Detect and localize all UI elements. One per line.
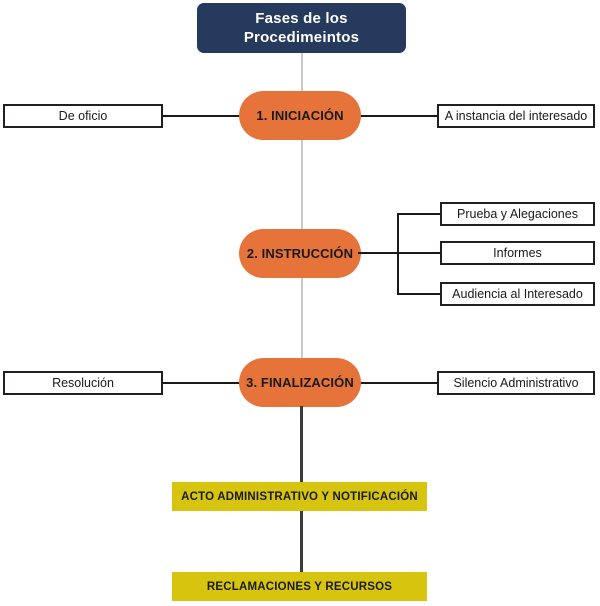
connector-stage1-to-ainstancia [358,115,440,117]
box-a-instancia-del-interesado[interactable]: A instancia del interesado [437,104,595,128]
connector-branch-audiencia [397,293,442,295]
connector-stage2-trunk [397,213,399,295]
connector-resolucion-to-stage3 [160,382,245,384]
diagram-title-line1: Fases de los [255,10,348,27]
stage-node-iniciacion[interactable]: 1. INICIACIÓN [239,91,361,140]
connector-stage3-to-silencio [358,382,440,384]
bar-reclamaciones-y-recursos[interactable]: RECLAMACIONES Y RECURSOS [172,572,427,601]
box-de-oficio[interactable]: De oficio [3,104,163,128]
connector-acto-to-reclamaciones [300,511,303,573]
connector-stage2-stem [358,252,399,254]
connector-stage2-to-stage3 [301,278,303,359]
box-prueba-y-alegaciones[interactable]: Prueba y Alegaciones [440,202,595,226]
diagram-title-line2: Procedimeintos [243,29,360,46]
connector-branch-prueba [397,213,442,215]
stage-node-finalizacion[interactable]: 3. FINALIZACIÓN [239,358,361,407]
box-informes[interactable]: Informes [440,241,595,265]
connector-stage3-to-acto [300,406,303,483]
connector-title-to-stage1 [301,52,303,92]
box-audiencia-al-interesado[interactable]: Audiencia al Interesado [440,282,595,306]
diagram-title: Fases de los Procedimeintos [197,3,406,53]
box-silencio-administrativo[interactable]: Silencio Administrativo [437,371,595,395]
connector-stage1-to-stage2 [301,140,303,230]
connector-branch-informes [397,252,442,254]
bar-acto-administrativo-y-notificacion[interactable]: ACTO ADMINISTRATIVO Y NOTIFICACIÓN [172,482,427,511]
connector-deoficio-to-stage1 [160,115,245,117]
box-resolucion[interactable]: Resolución [3,371,163,395]
stage-node-instruccion[interactable]: 2. INSTRUCCIÓN [239,229,361,278]
